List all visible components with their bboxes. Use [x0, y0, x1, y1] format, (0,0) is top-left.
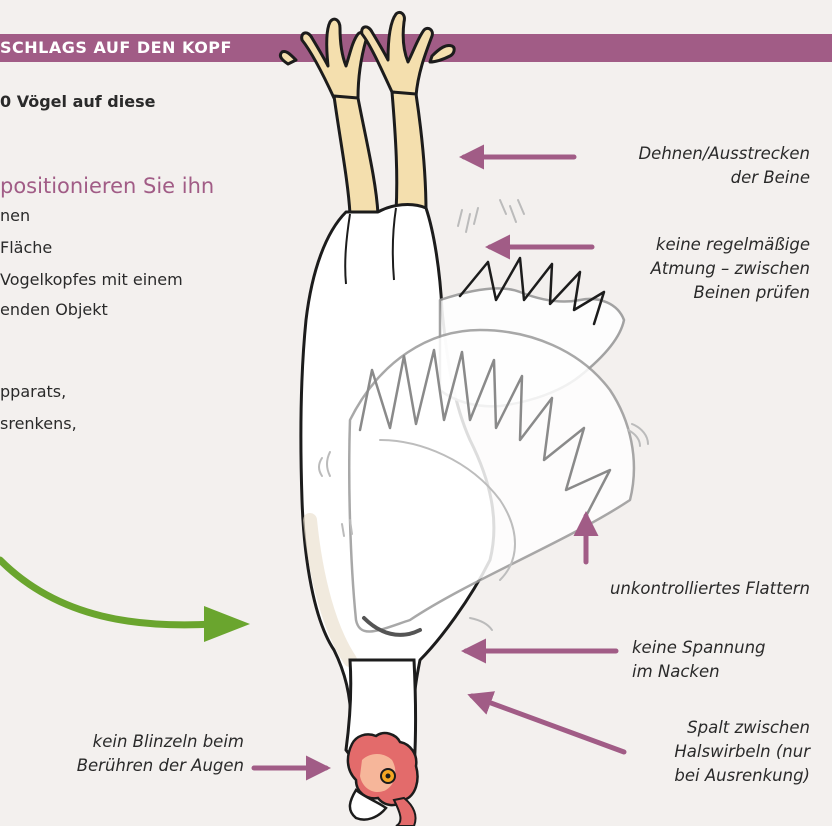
label-breathing: keine regelmäßige Atmung – zwischen Bein… [651, 233, 810, 305]
label-neck: keine Spannung im Nacken [632, 636, 766, 684]
green-arrow [0, 560, 250, 642]
label-blink: kein Blinzeln beim Berühren der Augen [77, 730, 244, 778]
gap-arrow [472, 696, 624, 752]
label-flapping: unkontrolliertes Flattern [610, 577, 810, 601]
chicken-head [346, 660, 418, 826]
label-gap: Spalt zwischen Halswirbeln (nur bei Ausr… [674, 716, 810, 788]
label-legs: Dehnen/Ausstrecken der Beine [638, 142, 810, 190]
